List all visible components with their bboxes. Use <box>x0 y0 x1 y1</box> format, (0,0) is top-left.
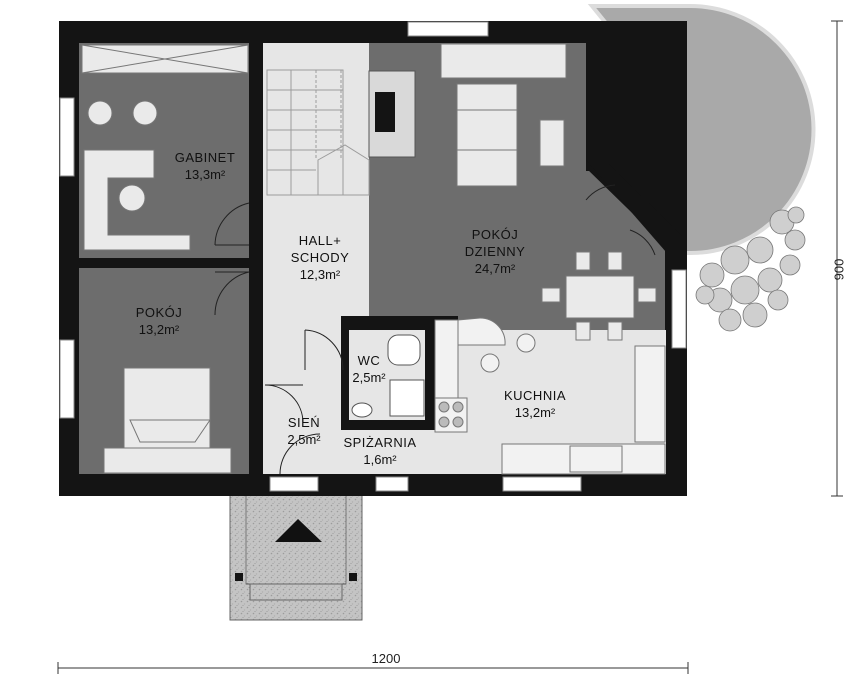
room-area-sien: 2,5m² <box>287 432 321 447</box>
label-gabinet: GABINET 13,3m² <box>160 149 250 183</box>
room-name-sien: SIEŃ <box>287 415 321 430</box>
label-hall: HALL+ SCHODY 12,3m² <box>270 232 370 283</box>
room-area-dzienny: 24,7m² <box>474 261 516 276</box>
entrance-steps <box>229 493 363 621</box>
doors <box>214 184 656 475</box>
stairs <box>266 69 370 196</box>
kitchen-counters <box>434 317 666 475</box>
dimension-lines <box>57 20 843 674</box>
room-area-pokoj: 13,2m² <box>138 322 180 337</box>
room-name-gabinet: GABINET <box>174 150 236 165</box>
entrance-arrow <box>275 519 322 542</box>
room-name-kuchnia: KUCHNIA <box>503 388 566 403</box>
room-name-hall: HALL+ <box>298 233 342 248</box>
room-spizarnia <box>343 430 435 474</box>
label-pokoj: POKÓJ 13,2m² <box>114 304 204 338</box>
dining-table <box>541 251 657 341</box>
label-dzienny: POKÓJ DZIENNY 24,7m² <box>445 226 545 277</box>
shrubs <box>695 206 806 332</box>
dimension-depth: 900 <box>831 258 847 281</box>
room-hall <box>263 43 369 321</box>
room-name-spizarnia: SPIŻARNIA <box>343 435 417 450</box>
label-sien: SIEŃ 2,5m² <box>276 414 332 448</box>
room-hall-lower <box>263 321 343 474</box>
room-name-dzienny-2: DZIENNY <box>464 244 526 259</box>
room-area-wc: 2,5m² <box>352 370 386 385</box>
room-name-pokoj: POKÓJ <box>135 305 183 320</box>
room-area-gabinet: 13,3m² <box>184 167 226 182</box>
interior-walls <box>79 21 686 474</box>
room-dzienny <box>369 43 665 340</box>
dimension-width: 1200 <box>371 651 401 666</box>
sofa <box>440 43 567 187</box>
label-kuchnia: KUCHNIA 13,2m² <box>485 387 585 421</box>
fireplace <box>368 70 416 158</box>
bed <box>103 367 232 474</box>
wc-fixtures <box>351 334 425 418</box>
room-area-kuchnia: 13,2m² <box>514 405 556 420</box>
room-area-spizarnia: 1,6m² <box>363 452 397 467</box>
label-spizarnia: SPIŻARNIA 1,6m² <box>340 434 420 468</box>
room-name-dzienny: POKÓJ <box>471 227 519 242</box>
room-area-hall: 12,3m² <box>299 267 341 282</box>
room-name-wc: WC <box>357 353 381 368</box>
desk <box>81 44 249 251</box>
room-name-hall-2: SCHODY <box>290 250 350 265</box>
windows <box>59 21 687 492</box>
label-wc: WC 2,5m² <box>344 352 394 386</box>
